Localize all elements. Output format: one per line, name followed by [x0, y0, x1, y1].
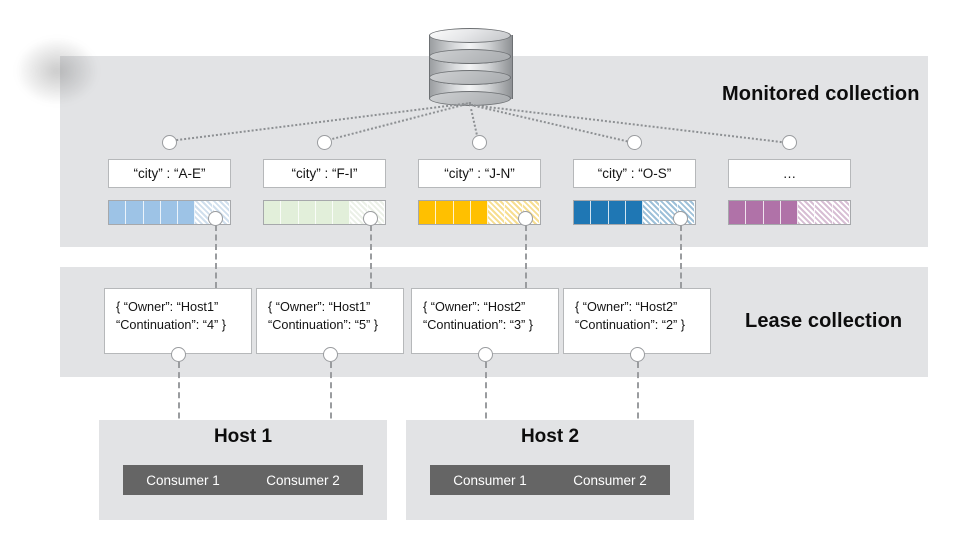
partition-cell-processed	[178, 201, 196, 224]
partition-lease-connector	[680, 225, 682, 288]
consumer-box[interactable]: Consumer 2	[243, 465, 363, 495]
partition-range-label[interactable]: “city” : “O-S”	[573, 159, 696, 188]
lease-continuation-line: “Continuation”: “4” }	[116, 318, 227, 332]
host-title: Host 1	[213, 426, 273, 447]
partition-column: …	[728, 159, 851, 225]
lease-owner-line: { “Owner”: “Host2”	[423, 300, 526, 314]
lease-continuation-line: “Continuation”: “2” }	[575, 318, 686, 332]
partition-cell-processed	[453, 201, 471, 224]
lease-consumer-connector	[485, 362, 487, 469]
partition-connector-knob	[317, 135, 332, 150]
partition-cell-pending	[798, 201, 816, 224]
partition-cell-processed	[315, 201, 334, 224]
partition-cell-processed	[333, 201, 351, 224]
partition-cell-processed	[143, 201, 161, 224]
lease-continuation-line: “Continuation”: “3” }	[423, 318, 534, 332]
partition-lease-connector	[215, 225, 217, 288]
consumer-box[interactable]: Consumer 1	[123, 465, 243, 495]
partition-cell-pending	[488, 201, 506, 224]
partition-progress-bar	[728, 200, 851, 225]
lease-document[interactable]: { “Owner”: “Host2” “Continuation”: “2” }	[563, 288, 711, 354]
partition-cell-processed	[436, 201, 454, 224]
partition-lease-knob	[207, 211, 223, 226]
partition-connector-knob	[782, 135, 797, 150]
partition-cell-processed	[470, 201, 489, 224]
partition-cell-processed	[763, 201, 781, 224]
partition-column: “city” : “J-N”	[418, 159, 541, 225]
partition-cell-processed	[591, 201, 609, 224]
partition-cell-processed	[729, 201, 747, 224]
partition-connector-knob	[472, 135, 487, 150]
lease-continuation-line: “Continuation”: “5” }	[268, 318, 379, 332]
partition-lease-knob	[362, 211, 378, 226]
lease-consumer-knob	[477, 347, 493, 362]
consumer-box[interactable]: Consumer 2	[550, 465, 670, 495]
partition-range-label[interactable]: “city” : “F-I”	[263, 159, 386, 188]
lease-document[interactable]: { “Owner”: “Host1” “Continuation”: “5” }	[256, 288, 404, 354]
partition-cell-processed	[109, 201, 127, 224]
monitored-collection-label: Monitored collection	[722, 83, 920, 105]
lease-consumer-connector	[637, 362, 639, 469]
partition-cell-processed	[574, 201, 592, 224]
partition-lease-knob	[517, 211, 533, 226]
partition-cell-processed	[780, 201, 799, 224]
partition-range-label[interactable]: “city” : “J-N”	[418, 159, 541, 188]
lease-consumer-knob	[629, 347, 645, 362]
lease-owner-line: { “Owner”: “Host2”	[575, 300, 678, 314]
partition-column: “city” : “A-E”	[108, 159, 231, 225]
partition-cell-processed	[625, 201, 644, 224]
partition-lease-knob	[672, 211, 688, 226]
partition-cell-processed	[126, 201, 144, 224]
host-title: Host 2	[520, 426, 580, 447]
partition-range-label[interactable]: …	[728, 159, 851, 188]
partition-cell-processed	[746, 201, 764, 224]
lease-owner-line: { “Owner”: “Host1”	[116, 300, 219, 314]
lease-consumer-knob	[170, 347, 186, 362]
consumer-box[interactable]: Consumer 1	[430, 465, 550, 495]
partition-connector-knob	[162, 135, 177, 150]
partition-cell-processed	[608, 201, 626, 224]
partition-cell-pending	[815, 201, 833, 224]
lease-document[interactable]: { “Owner”: “Host1” “Continuation”: “4” }	[104, 288, 252, 354]
database-cylinder-icon	[429, 22, 513, 106]
partition-lease-connector	[370, 225, 372, 288]
partition-column: “city” : “F-I”	[263, 159, 386, 225]
database-shadow	[14, 36, 100, 106]
lease-consumer-knob	[322, 347, 338, 362]
lease-owner-line: { “Owner”: “Host1”	[268, 300, 371, 314]
partition-cell-processed	[298, 201, 316, 224]
partition-cell-processed	[160, 201, 179, 224]
partition-cell-processed	[264, 201, 282, 224]
partition-cell-pending	[643, 201, 661, 224]
lease-document[interactable]: { “Owner”: “Host2” “Continuation”: “3” }	[411, 288, 559, 354]
partition-column: “city” : “O-S”	[573, 159, 696, 225]
partition-cell-pending	[832, 201, 850, 224]
partition-cell-processed	[419, 201, 437, 224]
partition-connector-knob	[627, 135, 642, 150]
lease-collection-label: Lease collection	[745, 310, 903, 332]
partition-cell-processed	[281, 201, 299, 224]
lease-consumer-connector	[330, 362, 332, 469]
partition-range-label[interactable]: “city” : “A-E”	[108, 159, 231, 188]
partition-lease-connector	[525, 225, 527, 288]
lease-consumer-connector	[178, 362, 180, 469]
